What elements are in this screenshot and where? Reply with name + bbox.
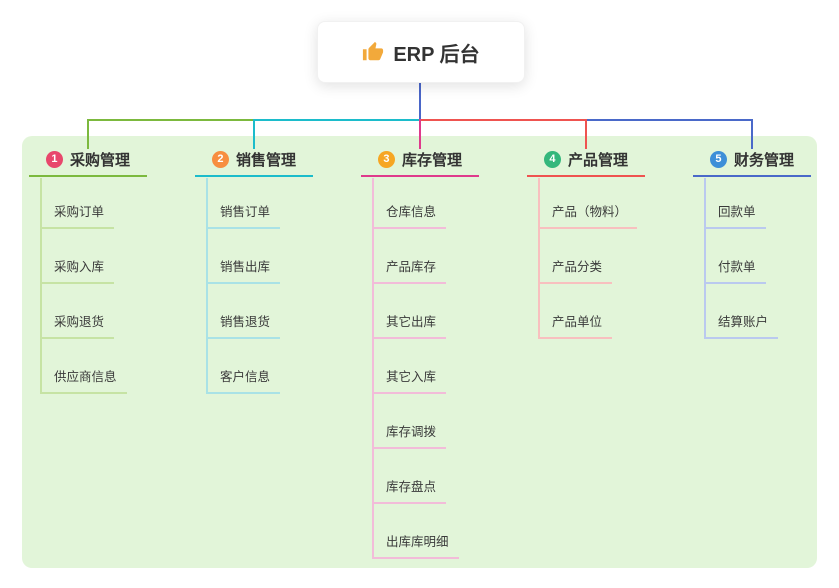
child-node[interactable]: 仓库信息	[372, 204, 447, 229]
child-node[interactable]: 产品库存	[372, 259, 447, 284]
connector-line	[419, 81, 421, 119]
branch-label: 采购管理	[69, 151, 130, 169]
child-node[interactable]: 库存调拨	[372, 424, 447, 449]
connector-line	[253, 119, 255, 149]
child-node[interactable]: 销售出库	[206, 259, 281, 284]
branch-label: 财务管理	[733, 151, 794, 169]
connector-line	[420, 119, 586, 121]
connector-line	[372, 178, 374, 559]
child-node[interactable]: 付款单	[704, 259, 766, 284]
branch-badge: 2	[211, 150, 229, 168]
branch-badge: 3	[377, 150, 395, 168]
connector-line	[88, 119, 254, 121]
child-node[interactable]: 出库库明细	[372, 534, 459, 559]
child-node[interactable]: 采购入库	[40, 259, 115, 284]
branch-label: 库存管理	[401, 151, 462, 169]
branch-node[interactable]: 3 库存管理	[361, 148, 479, 177]
child-node[interactable]: 客户信息	[206, 369, 281, 394]
child-node[interactable]: 其它出库	[372, 314, 447, 339]
child-node[interactable]: 产品（物料）	[538, 204, 638, 229]
connector-line	[87, 119, 89, 149]
child-node[interactable]: 产品分类	[538, 259, 613, 284]
child-node[interactable]: 采购订单	[40, 204, 115, 229]
thumbs-up-icon	[362, 41, 384, 63]
child-node[interactable]: 结算账户	[704, 314, 779, 339]
child-node[interactable]: 销售退货	[206, 314, 281, 339]
connector-line	[254, 119, 420, 121]
connector-line	[40, 178, 42, 394]
background-panel	[22, 136, 817, 568]
connector-line	[585, 119, 587, 149]
child-node[interactable]: 销售订单	[206, 204, 281, 229]
branch-label: 产品管理	[567, 151, 628, 169]
root-node[interactable]: ERP 后台	[317, 21, 525, 83]
branch-node[interactable]: 5 财务管理	[693, 148, 811, 177]
child-node[interactable]: 回款单	[704, 204, 766, 229]
connector-line	[419, 119, 421, 149]
child-node[interactable]: 库存盘点	[372, 479, 447, 504]
branch-node[interactable]: 4 产品管理	[527, 148, 645, 177]
branch-node[interactable]: 1 采购管理	[29, 148, 147, 177]
branch-badge: 5	[709, 150, 727, 168]
child-node[interactable]: 采购退货	[40, 314, 115, 339]
connector-line	[751, 119, 753, 149]
child-node[interactable]: 其它入库	[372, 369, 447, 394]
branch-node[interactable]: 2 销售管理	[195, 148, 313, 177]
connector-line	[538, 178, 540, 339]
branch-badge: 4	[543, 150, 561, 168]
child-node[interactable]: 产品单位	[538, 314, 613, 339]
root-label: ERP 后台	[393, 43, 480, 66]
child-node[interactable]: 供应商信息	[40, 369, 127, 394]
connector-line	[586, 119, 752, 121]
branch-label: 销售管理	[235, 151, 296, 169]
connector-line	[206, 178, 208, 394]
branch-badge: 1	[45, 150, 63, 168]
connector-line	[704, 178, 706, 339]
